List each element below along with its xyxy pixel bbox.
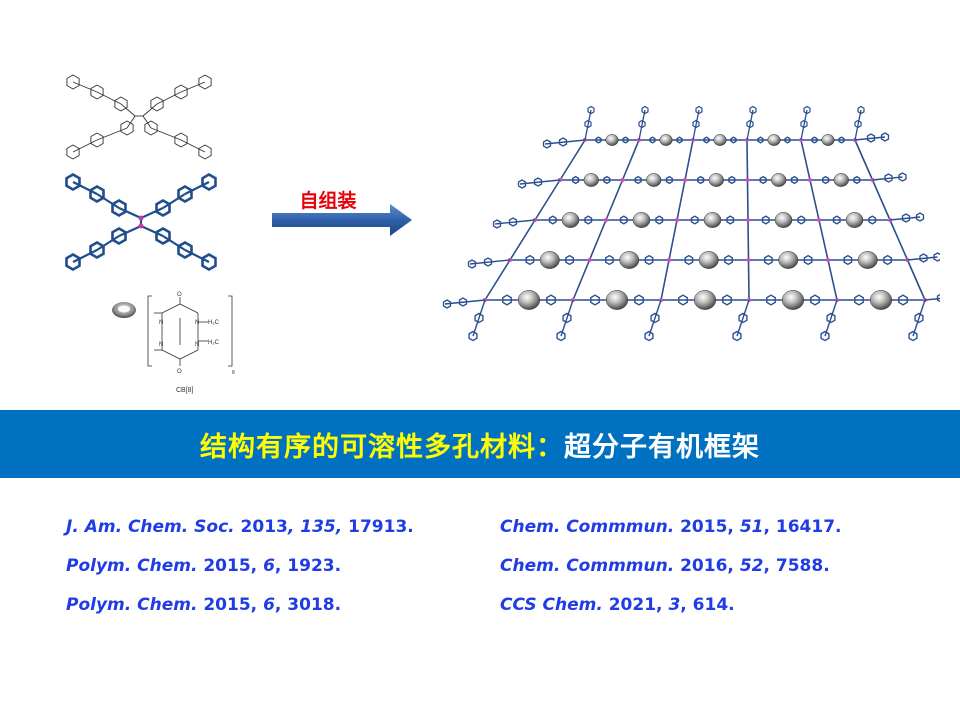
banner-title: 结构有序的可溶性多孔材料：超分子有机框架 [200, 425, 760, 464]
cb8-atom-n2: N [195, 320, 199, 326]
reference-item: CCS Chem. 2021, 3, 614. [500, 595, 735, 615]
monomer-ball-stick-model [65, 172, 217, 271]
references-right: Chem. Commmun. 2015, 51, 16417. Chem. Co… [500, 508, 841, 625]
cb8-atom-n4: N [195, 342, 199, 348]
banner-title-highlight: 结构有序的可溶性多孔材料： [200, 431, 564, 463]
reference-item: Polym. Chem. 2015, 6, 3018. [66, 595, 342, 615]
cb8-atom-o-top: O [177, 292, 182, 298]
reference-item: J. Am. Chem. Soc. 2013, 135, 17913. [66, 517, 414, 537]
reference-item: Chem. Commmun. 2015, 51, 16417. [500, 517, 842, 537]
cb8-label: CB[8] [176, 387, 194, 394]
cb8-atom-n3: N [159, 342, 163, 348]
self-assembly-arrow [272, 204, 412, 236]
cb8-structure: O O N N N N H₂C H₂C 8 CB[8] [147, 292, 235, 394]
tetraphenylethylene-viologen-structure [66, 74, 212, 160]
banner-title-main: 超分子有机框架 [564, 431, 760, 463]
monomer-structures [65, 74, 217, 271]
reference-item: Chem. Commmun. 2016, 52, 7588. [500, 556, 830, 576]
self-assembly-label: 自组装 [299, 190, 357, 212]
cb8-atom-n1: N [159, 320, 163, 326]
supramolecular-organic-framework-network [442, 105, 940, 342]
title-banner: 结构有序的可溶性多孔材料：超分子有机框架 [0, 410, 960, 478]
references-left: J. Am. Chem. Soc. 2013, 135, 17913. Poly… [66, 508, 414, 625]
cb8-ch2-bottom: H₂C [208, 340, 220, 346]
cb8-atom-o-bottom: O [177, 369, 182, 375]
cb8-subscript-n: 8 [232, 370, 235, 376]
cucurbituril-ring-icon [112, 302, 136, 318]
cb8-ch2-top: H₂C [208, 320, 220, 326]
reference-item: Polym. Chem. 2015, 6, 1923. [66, 556, 342, 576]
